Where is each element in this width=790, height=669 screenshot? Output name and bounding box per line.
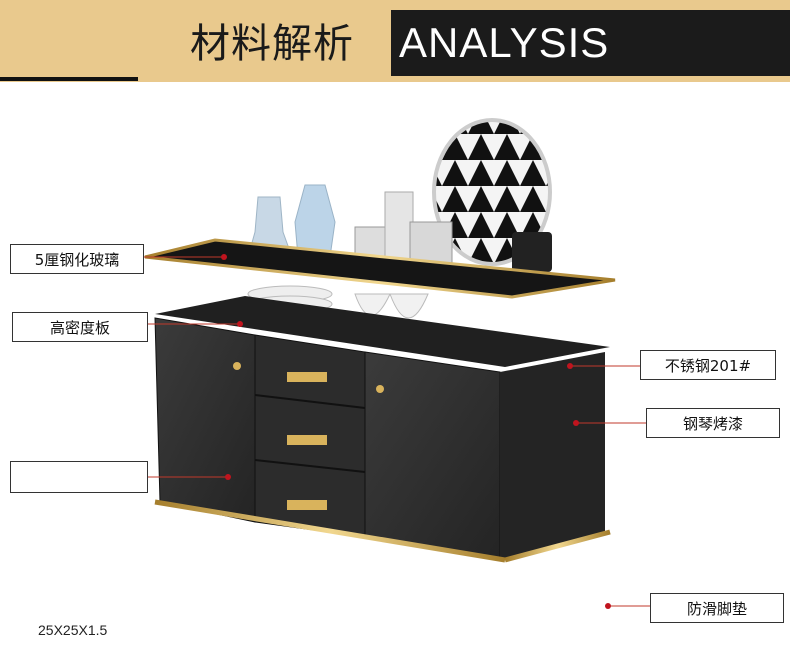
label-paint: 钢琴烤漆 [646,408,780,438]
label-glass: 5厘钢化玻璃 [10,244,144,274]
steel-frame [147,260,613,642]
glass-top [144,238,616,299]
label-steel: 不锈钢201# [640,350,776,380]
header-underline [0,77,138,81]
title-cn: 材料解析 [190,21,354,67]
label-blank [10,461,148,493]
title-en: ANALYSIS [399,19,610,66]
decor-plate [432,118,552,266]
drawer-handles [233,362,384,510]
cabinet-left-door [154,317,256,523]
leader-lines [144,254,650,609]
cabinet-right-door [364,351,501,561]
shelf-board [155,296,610,367]
label-feet: 防滑脚垫 [650,593,784,623]
frame-dimension-caption: 25X25X1.5 [38,622,108,638]
title-en-box [391,10,790,76]
cabinet-side [500,352,605,560]
sideboard-illustration [144,118,650,642]
label-board: 高密度板 [12,312,148,342]
